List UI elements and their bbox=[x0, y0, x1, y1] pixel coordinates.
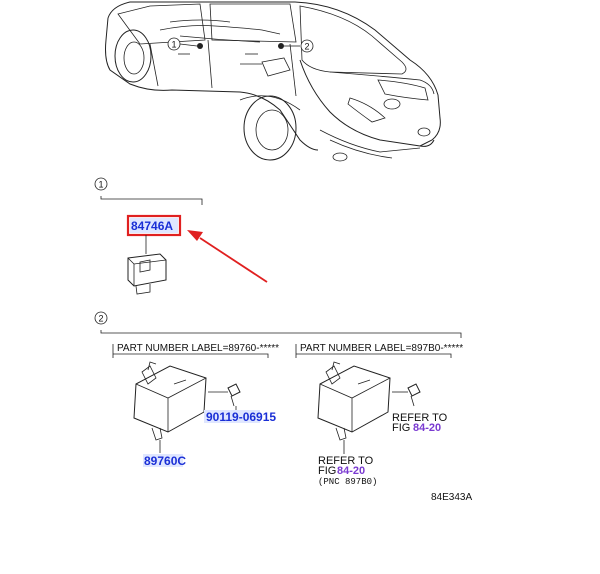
red-arrow-head bbox=[187, 230, 203, 241]
refer-below-fig[interactable]: 84-20 bbox=[337, 465, 365, 477]
highlight-box bbox=[126, 214, 182, 237]
section-1-marker bbox=[94, 177, 108, 191]
refer-right-line2: FIG bbox=[392, 422, 410, 434]
car-callout-1: 1 bbox=[171, 40, 176, 50]
left-heading: PART NUMBER LABEL=89760-***** bbox=[117, 343, 279, 354]
right-heading-bracket bbox=[295, 344, 452, 358]
right-module bbox=[317, 361, 391, 441]
section-1: 1 84746A bbox=[94, 177, 268, 295]
refer-below-line1: REFER TO bbox=[318, 455, 374, 467]
refer-below-note: (PNC 897B0) bbox=[318, 477, 377, 487]
section-2-bracket bbox=[100, 330, 462, 338]
module-part-bg bbox=[143, 454, 183, 467]
part-label-bg bbox=[130, 218, 178, 233]
figure-code: 84E343A bbox=[431, 492, 472, 503]
left-bolt bbox=[208, 383, 241, 412]
car-callout-2: 2 bbox=[304, 42, 309, 52]
right-heading: PART NUMBER LABEL=897B0-***** bbox=[300, 343, 463, 354]
refer-right-line1: REFER TO bbox=[392, 412, 448, 424]
switch-component bbox=[127, 253, 167, 295]
bolt-part-bg bbox=[204, 410, 260, 423]
section-2-number: 2 bbox=[98, 314, 103, 324]
refer-below-line2: FIG bbox=[318, 465, 336, 477]
refer-right-fig[interactable]: 84-20 bbox=[413, 422, 441, 434]
left-module bbox=[133, 361, 207, 441]
right-bolt bbox=[392, 383, 421, 407]
car-illustration bbox=[105, 1, 441, 162]
part-number-84746A[interactable]: 84746A bbox=[131, 219, 173, 233]
section-1-bracket bbox=[100, 196, 203, 205]
part-number-90119-06915[interactable]: 90119-06915 bbox=[206, 410, 276, 424]
left-heading-bracket bbox=[112, 344, 269, 358]
section-2-marker bbox=[94, 311, 108, 325]
section-1-number: 1 bbox=[98, 180, 103, 190]
part-number-89760C[interactable]: 89760C bbox=[144, 454, 186, 468]
red-arrow bbox=[199, 237, 268, 283]
section-2: 2 PART NUMBER LABEL=89760-***** PART NUM… bbox=[94, 311, 463, 487]
